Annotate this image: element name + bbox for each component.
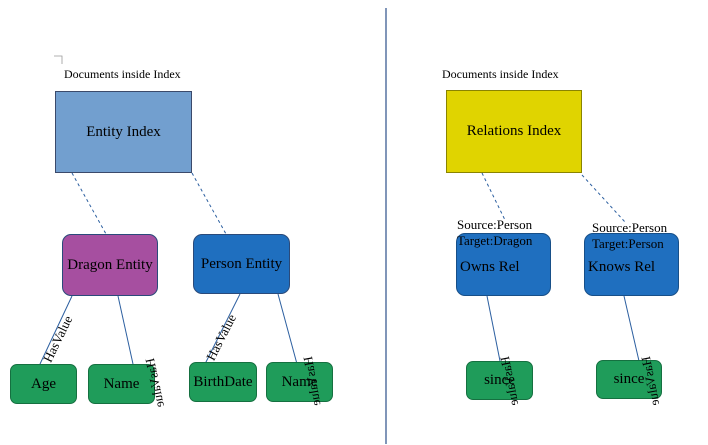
field-knows-since: since xyxy=(596,360,662,399)
edge-dragon-age xyxy=(39,295,73,365)
dragon-entity-box: Dragon Entity xyxy=(62,234,158,296)
knows-rel-box: Knows Rel xyxy=(584,233,679,296)
right-caption: Documents inside Index xyxy=(442,67,559,81)
dashed-link-knows xyxy=(581,174,626,223)
field-owns-since: since xyxy=(466,361,533,400)
edge-person-birthdate xyxy=(204,293,241,365)
knows-target-label: Target:Person xyxy=(592,236,664,251)
owns-source-label: Source:Person xyxy=(457,217,533,232)
corner-mark xyxy=(54,55,63,64)
edge-person-name xyxy=(277,293,298,365)
field-dragon-name: Name xyxy=(88,364,155,404)
edge-knows-since xyxy=(623,295,640,362)
owns-target-label: Target:Dragon xyxy=(457,233,533,248)
person-entity-box: Person Entity xyxy=(193,234,290,294)
owns-rel-box: Owns Rel xyxy=(456,233,551,296)
field-birthdate: BirthDate xyxy=(189,362,257,402)
dashed-link-owns xyxy=(481,172,506,221)
relations-index-box: Relations Index xyxy=(446,90,582,173)
left-caption: Documents inside Index xyxy=(64,67,181,81)
edge-owns-since xyxy=(486,295,501,362)
dashed-link-dragon xyxy=(71,172,107,235)
entity-index-box: Entity Index xyxy=(55,91,192,173)
knows-source-label: Source:Person xyxy=(592,220,668,235)
dashed-link-person xyxy=(191,172,227,235)
field-person-name: Name xyxy=(266,362,333,402)
field-age: Age xyxy=(10,364,77,404)
edge-dragon-name xyxy=(117,295,134,365)
